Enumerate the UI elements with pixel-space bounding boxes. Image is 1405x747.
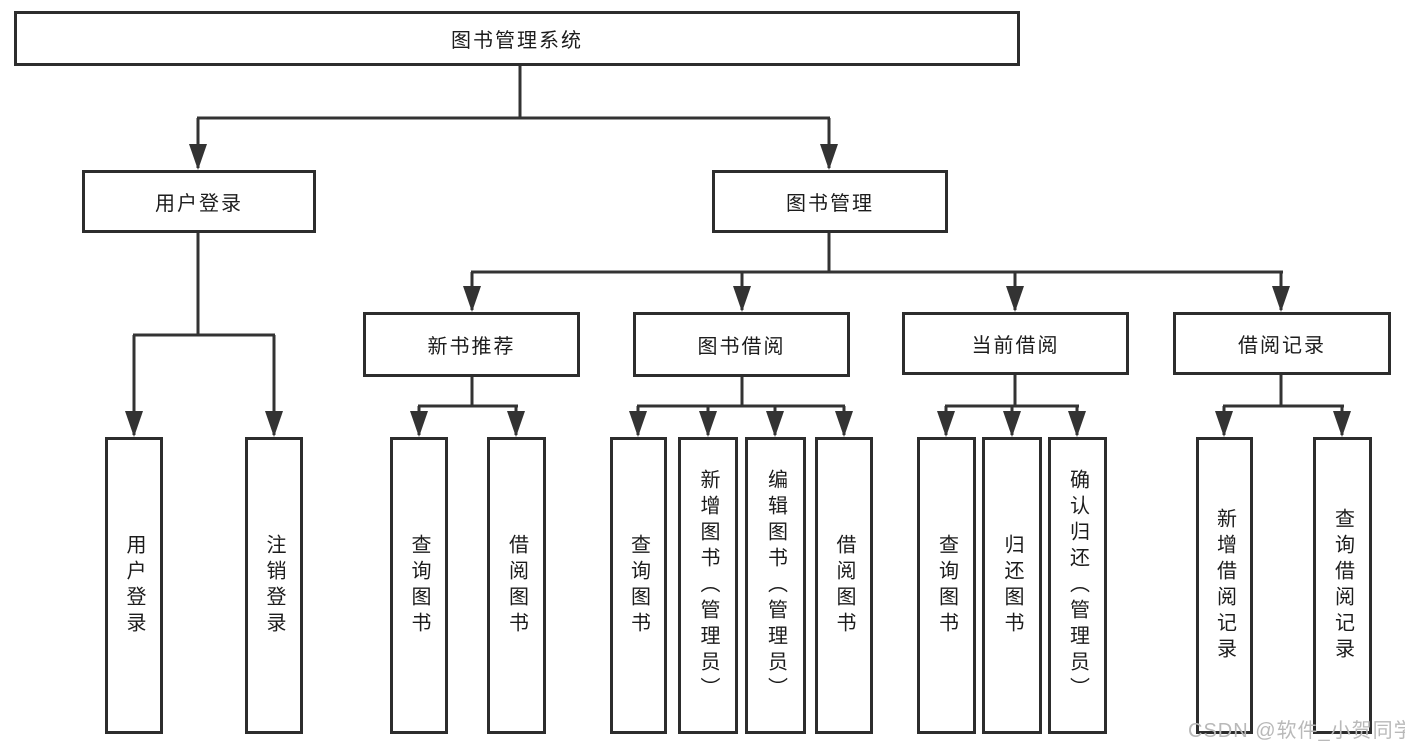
leaf-br-add-record: 新增借阅记录 <box>1196 437 1253 734</box>
node-root: 图书管理系统 <box>14 11 1020 66</box>
leaf-cb-return-books: 归还图书 <box>982 437 1042 734</box>
leaf-br-query-record-label: 查询借阅记录 <box>1331 507 1354 664</box>
leaf-bb-add-books-admin: 新增图书（管理员） <box>678 437 738 734</box>
leaf-cb-confirm-return-admin-label: 确认归还（管理员） <box>1066 468 1089 703</box>
leaf-br-add-record-label: 新增借阅记录 <box>1213 507 1236 664</box>
leaf-nbr-query-books: 查询图书 <box>390 437 448 734</box>
leaf-nbr-borrow-books-label: 借阅图书 <box>505 533 528 638</box>
node-book-management-label: 图书管理 <box>786 193 874 215</box>
leaf-nbr-query-books-label: 查询图书 <box>408 533 430 638</box>
leaf-user-login: 用户登录 <box>105 437 163 734</box>
leaf-bb-edit-books-admin: 编辑图书（管理员） <box>745 437 806 734</box>
leaf-logout-label: 注销登录 <box>263 533 285 638</box>
node-borrowing-records: 借阅记录 <box>1173 312 1391 375</box>
node-current-borrowing: 当前借阅 <box>902 312 1129 375</box>
leaf-bb-query-books: 查询图书 <box>610 437 667 734</box>
leaf-br-query-record: 查询借阅记录 <box>1313 437 1372 734</box>
leaf-bb-borrow-books-label: 借阅图书 <box>833 533 855 638</box>
leaf-cb-query-books-label: 查询图书 <box>935 533 958 638</box>
node-user-login: 用户登录 <box>82 170 316 233</box>
leaf-bb-query-books-label: 查询图书 <box>627 533 650 638</box>
node-current-borrowing-label: 当前借阅 <box>971 335 1060 357</box>
node-new-book-recommend-label: 新书推荐 <box>427 336 516 358</box>
watermark: CSDN @软件_小贺同学 <box>1188 720 1405 742</box>
leaf-user-login-label: 用户登录 <box>123 533 145 638</box>
node-book-borrowing: 图书借阅 <box>633 312 850 377</box>
node-user-login-label: 用户登录 <box>155 193 243 215</box>
leaf-logout: 注销登录 <box>245 437 303 734</box>
node-new-book-recommend: 新书推荐 <box>363 312 580 377</box>
leaf-cb-query-books: 查询图书 <box>917 437 976 734</box>
node-book-borrowing-label: 图书借阅 <box>697 336 786 358</box>
node-root-label: 图书管理系统 <box>451 30 583 52</box>
leaf-cb-confirm-return-admin: 确认归还（管理员） <box>1048 437 1107 734</box>
leaf-bb-edit-books-admin-label: 编辑图书（管理员） <box>764 468 787 703</box>
leaf-cb-return-books-label: 归还图书 <box>1001 533 1023 638</box>
node-book-management: 图书管理 <box>712 170 948 233</box>
leaf-bb-borrow-books: 借阅图书 <box>815 437 873 734</box>
leaf-bb-add-books-admin-label: 新增图书（管理员） <box>697 468 719 703</box>
leaf-nbr-borrow-books: 借阅图书 <box>487 437 546 734</box>
node-borrowing-records-label: 借阅记录 <box>1238 335 1326 357</box>
